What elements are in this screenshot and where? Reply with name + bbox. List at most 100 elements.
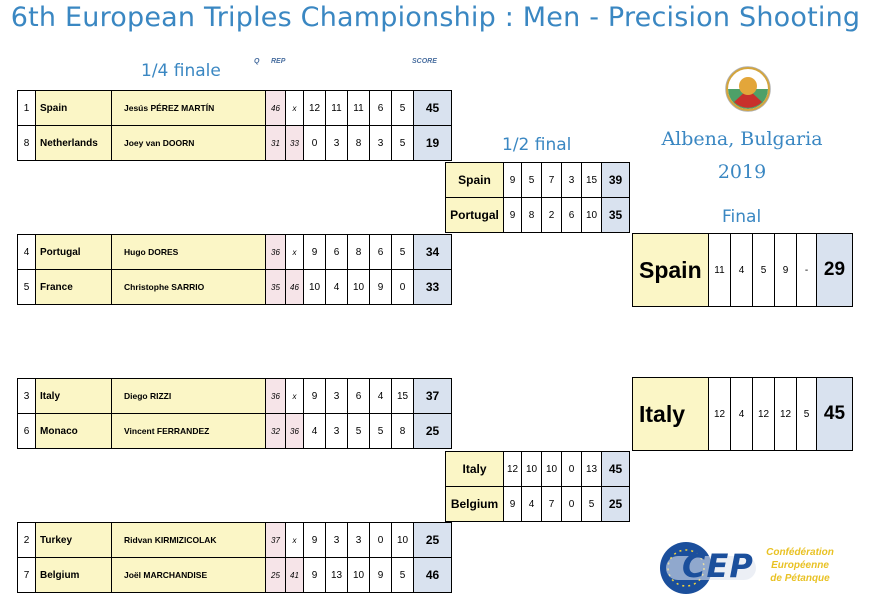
- score-cell: 45: [816, 377, 853, 451]
- semifinal-match-2: Italy 12 10 10 0 13 45 Belgium 9 4 7 0 5…: [445, 451, 630, 522]
- quarterfinal-match-2: 4 Portugal Hugo DORES 36 x 9 6 8 6 5 34 …: [17, 234, 452, 305]
- shot-cell: 6: [325, 234, 348, 270]
- score-cell: 35: [601, 197, 630, 233]
- cep-line-3: de Pétanque: [770, 573, 830, 584]
- player-cell: Joey van DOORN: [111, 125, 266, 161]
- shot-cell: 3: [325, 413, 348, 449]
- shot-cell: 7: [541, 162, 562, 198]
- country-cell: Italy: [35, 378, 112, 414]
- rep-cell: x: [285, 234, 304, 270]
- cep-line-1: Confédération: [766, 547, 834, 558]
- score-cell: 37: [413, 378, 452, 414]
- rep-cell: 33: [285, 125, 304, 161]
- score-cell: 25: [601, 486, 630, 522]
- country-cell: Spain: [35, 90, 112, 126]
- table-row: 2 Turkey Ridvan KIRMIZICOLAK 37 x 9 3 3 …: [17, 522, 452, 558]
- score-cell: 34: [413, 234, 452, 270]
- shot-cell: 12: [503, 451, 522, 487]
- shot-cell: 5: [391, 234, 414, 270]
- shot-cell: 3: [325, 125, 348, 161]
- shot-cell: -: [796, 233, 817, 307]
- shot-cell: 9: [503, 162, 522, 198]
- shot-cell: 9: [303, 522, 326, 558]
- shot-cell: 6: [369, 234, 392, 270]
- country-cell: Belgium: [445, 486, 504, 522]
- shot-cell: 8: [347, 125, 370, 161]
- cep-logo: CEP Confédération Européenne de Pétanque: [656, 540, 840, 596]
- shot-cell: 5: [347, 413, 370, 449]
- score-cell: 29: [816, 233, 853, 307]
- seed-cell: 1: [17, 90, 36, 126]
- table-row: 4 Portugal Hugo DORES 36 x 9 6 8 6 5 34: [17, 234, 452, 270]
- score-cell: 39: [601, 162, 630, 198]
- table-row: 6 Monaco Vincent FERRANDEZ 32 36 4 3 5 5…: [17, 413, 452, 449]
- country-cell: Italy: [632, 377, 709, 451]
- country-cell: Turkey: [35, 522, 112, 558]
- shot-cell: 5: [581, 486, 602, 522]
- shot-cell: 10: [303, 269, 326, 305]
- shot-cell: 0: [561, 451, 582, 487]
- shot-cell: 9: [369, 269, 392, 305]
- quarterfinal-match-3: 3 Italy Diego RIZZI 36 x 9 3 6 4 15 37 6…: [17, 378, 452, 449]
- shot-cell: 5: [391, 90, 414, 126]
- player-cell: Jesús PÉREZ MARTÍN: [111, 90, 266, 126]
- cep-line-2: Européenne: [771, 560, 829, 571]
- player-cell: Christophe SARRIO: [111, 269, 266, 305]
- shot-cell: 9: [503, 197, 522, 233]
- shot-cell: 5: [391, 557, 414, 593]
- cep-letters: CEP: [682, 547, 754, 585]
- score-cell: 25: [413, 522, 452, 558]
- shot-cell: 6: [561, 197, 582, 233]
- shot-cell: 9: [774, 233, 797, 307]
- rep-cell: x: [285, 378, 304, 414]
- player-cell: Joël MARCHANDISE: [111, 557, 266, 593]
- q-cell: 35: [265, 269, 286, 305]
- shot-cell: 7: [541, 486, 562, 522]
- shot-cell: 0: [303, 125, 326, 161]
- final-heading: Final: [722, 207, 762, 227]
- shot-cell: 3: [561, 162, 582, 198]
- player-cell: Ridvan KIRMIZICOLAK: [111, 522, 266, 558]
- q-column-header: Q: [254, 58, 260, 65]
- country-cell: Belgium: [35, 557, 112, 593]
- score-cell: 45: [413, 90, 452, 126]
- shot-cell: 5: [796, 377, 817, 451]
- bulgarian-federation-emblem-icon: [716, 64, 780, 114]
- shot-cell: 10: [521, 451, 542, 487]
- shot-cell: 13: [325, 557, 348, 593]
- seed-cell: 7: [17, 557, 36, 593]
- shot-cell: 11: [347, 90, 370, 126]
- score-column-header: SCORE: [412, 58, 437, 65]
- shot-cell: 5: [521, 162, 542, 198]
- shot-cell: 6: [369, 90, 392, 126]
- table-row: Italy 12 4 12 12 5 45: [632, 377, 853, 451]
- rep-cell: 46: [285, 269, 304, 305]
- shot-cell: 8: [521, 197, 542, 233]
- shot-cell: 9: [369, 557, 392, 593]
- semifinal-heading: 1/2 final: [502, 135, 572, 155]
- seed-cell: 3: [17, 378, 36, 414]
- q-cell: 36: [265, 378, 286, 414]
- q-cell: 32: [265, 413, 286, 449]
- score-cell: 46: [413, 557, 452, 593]
- shot-cell: 4: [730, 233, 753, 307]
- shot-cell: 15: [581, 162, 602, 198]
- shot-cell: 10: [581, 197, 602, 233]
- rep-cell: x: [285, 522, 304, 558]
- shot-cell: 4: [303, 413, 326, 449]
- table-row: Italy 12 10 10 0 13 45: [445, 451, 630, 487]
- seed-cell: 8: [17, 125, 36, 161]
- shot-cell: 8: [391, 413, 414, 449]
- player-cell: Diego RIZZI: [111, 378, 266, 414]
- shot-cell: 5: [369, 413, 392, 449]
- cep-logo-mark-icon: [660, 542, 756, 594]
- final-row-1: Spain 11 4 5 9 - 29: [632, 233, 853, 307]
- table-row: 3 Italy Diego RIZZI 36 x 9 3 6 4 15 37: [17, 378, 452, 414]
- shot-cell: 12: [708, 377, 731, 451]
- shot-cell: 9: [503, 486, 522, 522]
- score-cell: 25: [413, 413, 452, 449]
- shot-cell: 4: [325, 269, 348, 305]
- shot-cell: 9: [303, 234, 326, 270]
- country-cell: France: [35, 269, 112, 305]
- shot-cell: 3: [325, 378, 348, 414]
